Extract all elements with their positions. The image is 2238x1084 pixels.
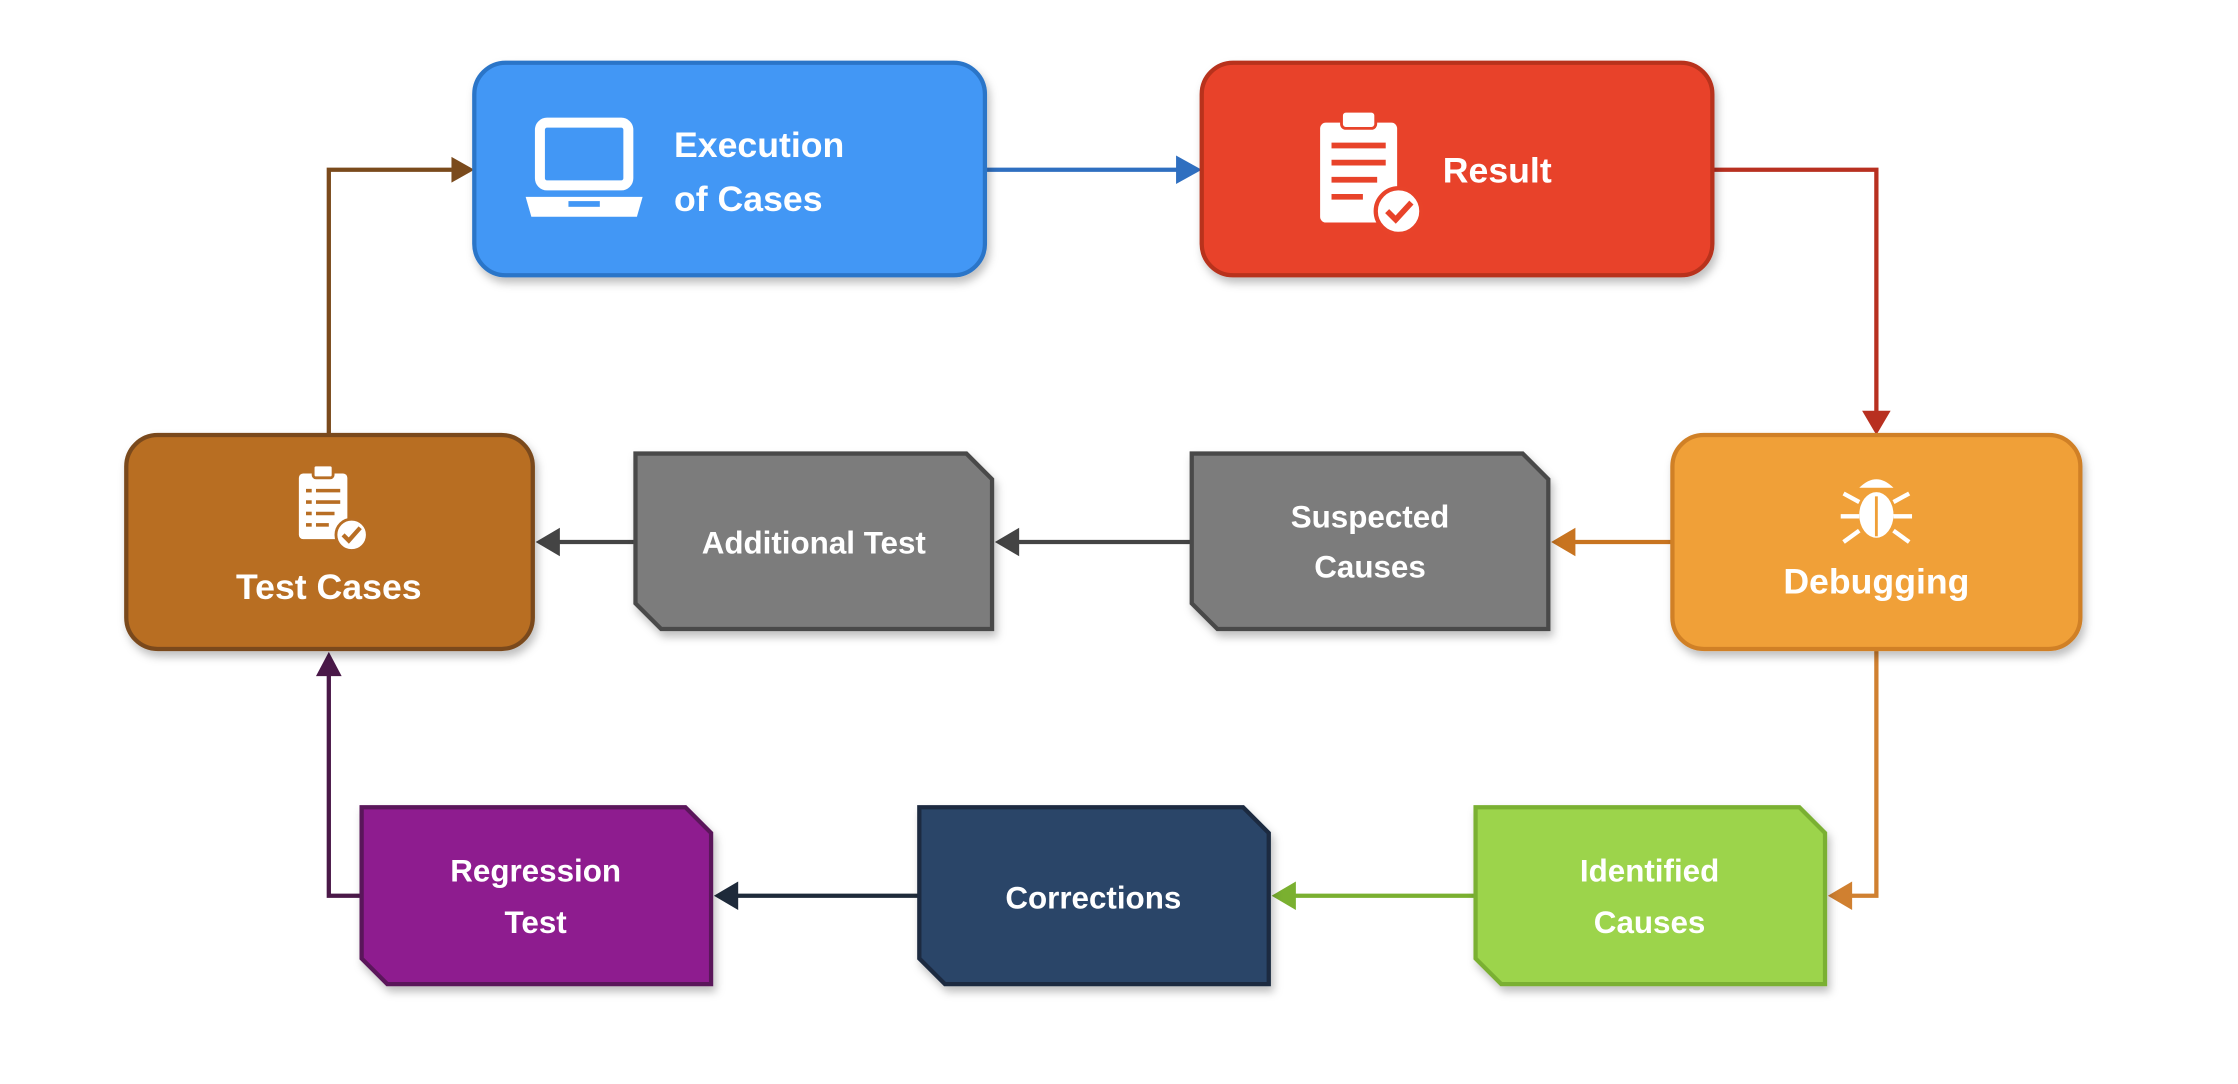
arrow-identified-to-corrections [1271, 881, 1476, 910]
bug-icon [1840, 479, 1913, 544]
node-regression-test: Regression Test [359, 805, 714, 987]
node-debugging: Debugging [1670, 432, 2083, 652]
arrow-result-to-debugging [1712, 167, 1891, 436]
additional-label: Additional Test [702, 525, 927, 560]
arrow-testcases-to-execution [326, 156, 475, 436]
clipboard-check-icon [1320, 109, 1424, 237]
node-additional-test: Additional Test [633, 451, 995, 632]
regression-label-line2: Test [505, 905, 568, 940]
arrow-additional-to-testcases [535, 527, 636, 557]
node-execution-of-cases: Execution of Cases [472, 60, 988, 278]
arrow-debugging-to-suspected [1551, 527, 1673, 557]
arrow-suspected-to-additional [994, 527, 1192, 557]
arrow-regression-to-testcases [315, 651, 362, 898]
regression-label-line1: Regression [450, 853, 621, 888]
debugging-label: Debugging [1783, 561, 1969, 601]
result-label: Result [1443, 151, 1552, 191]
execution-label-line2: of Cases [674, 179, 823, 219]
node-test-cases: Test Cases [124, 432, 535, 652]
node-corrections: Corrections [917, 805, 1271, 987]
identified-label-line1: Identified [1580, 853, 1719, 888]
corrections-label: Corrections [1005, 881, 1181, 916]
node-result: Result [1199, 60, 1715, 278]
arrow-execution-to-result [984, 155, 1202, 184]
arrow-corrections-to-regression [713, 881, 920, 910]
execution-label-line1: Execution [674, 125, 844, 165]
identified-label-line2: Causes [1594, 905, 1706, 940]
arrow-debugging-to-identified [1827, 648, 1879, 910]
suspected-label-line1: Suspected [1291, 500, 1450, 535]
node-suspected-causes: Suspected Causes [1189, 451, 1551, 632]
test-cases-label: Test Cases [236, 567, 422, 607]
checklist-icon [298, 463, 369, 552]
node-identified-causes: Identified Causes [1473, 805, 1828, 987]
suspected-label-line2: Causes [1314, 550, 1426, 585]
laptop-icon [525, 117, 643, 217]
